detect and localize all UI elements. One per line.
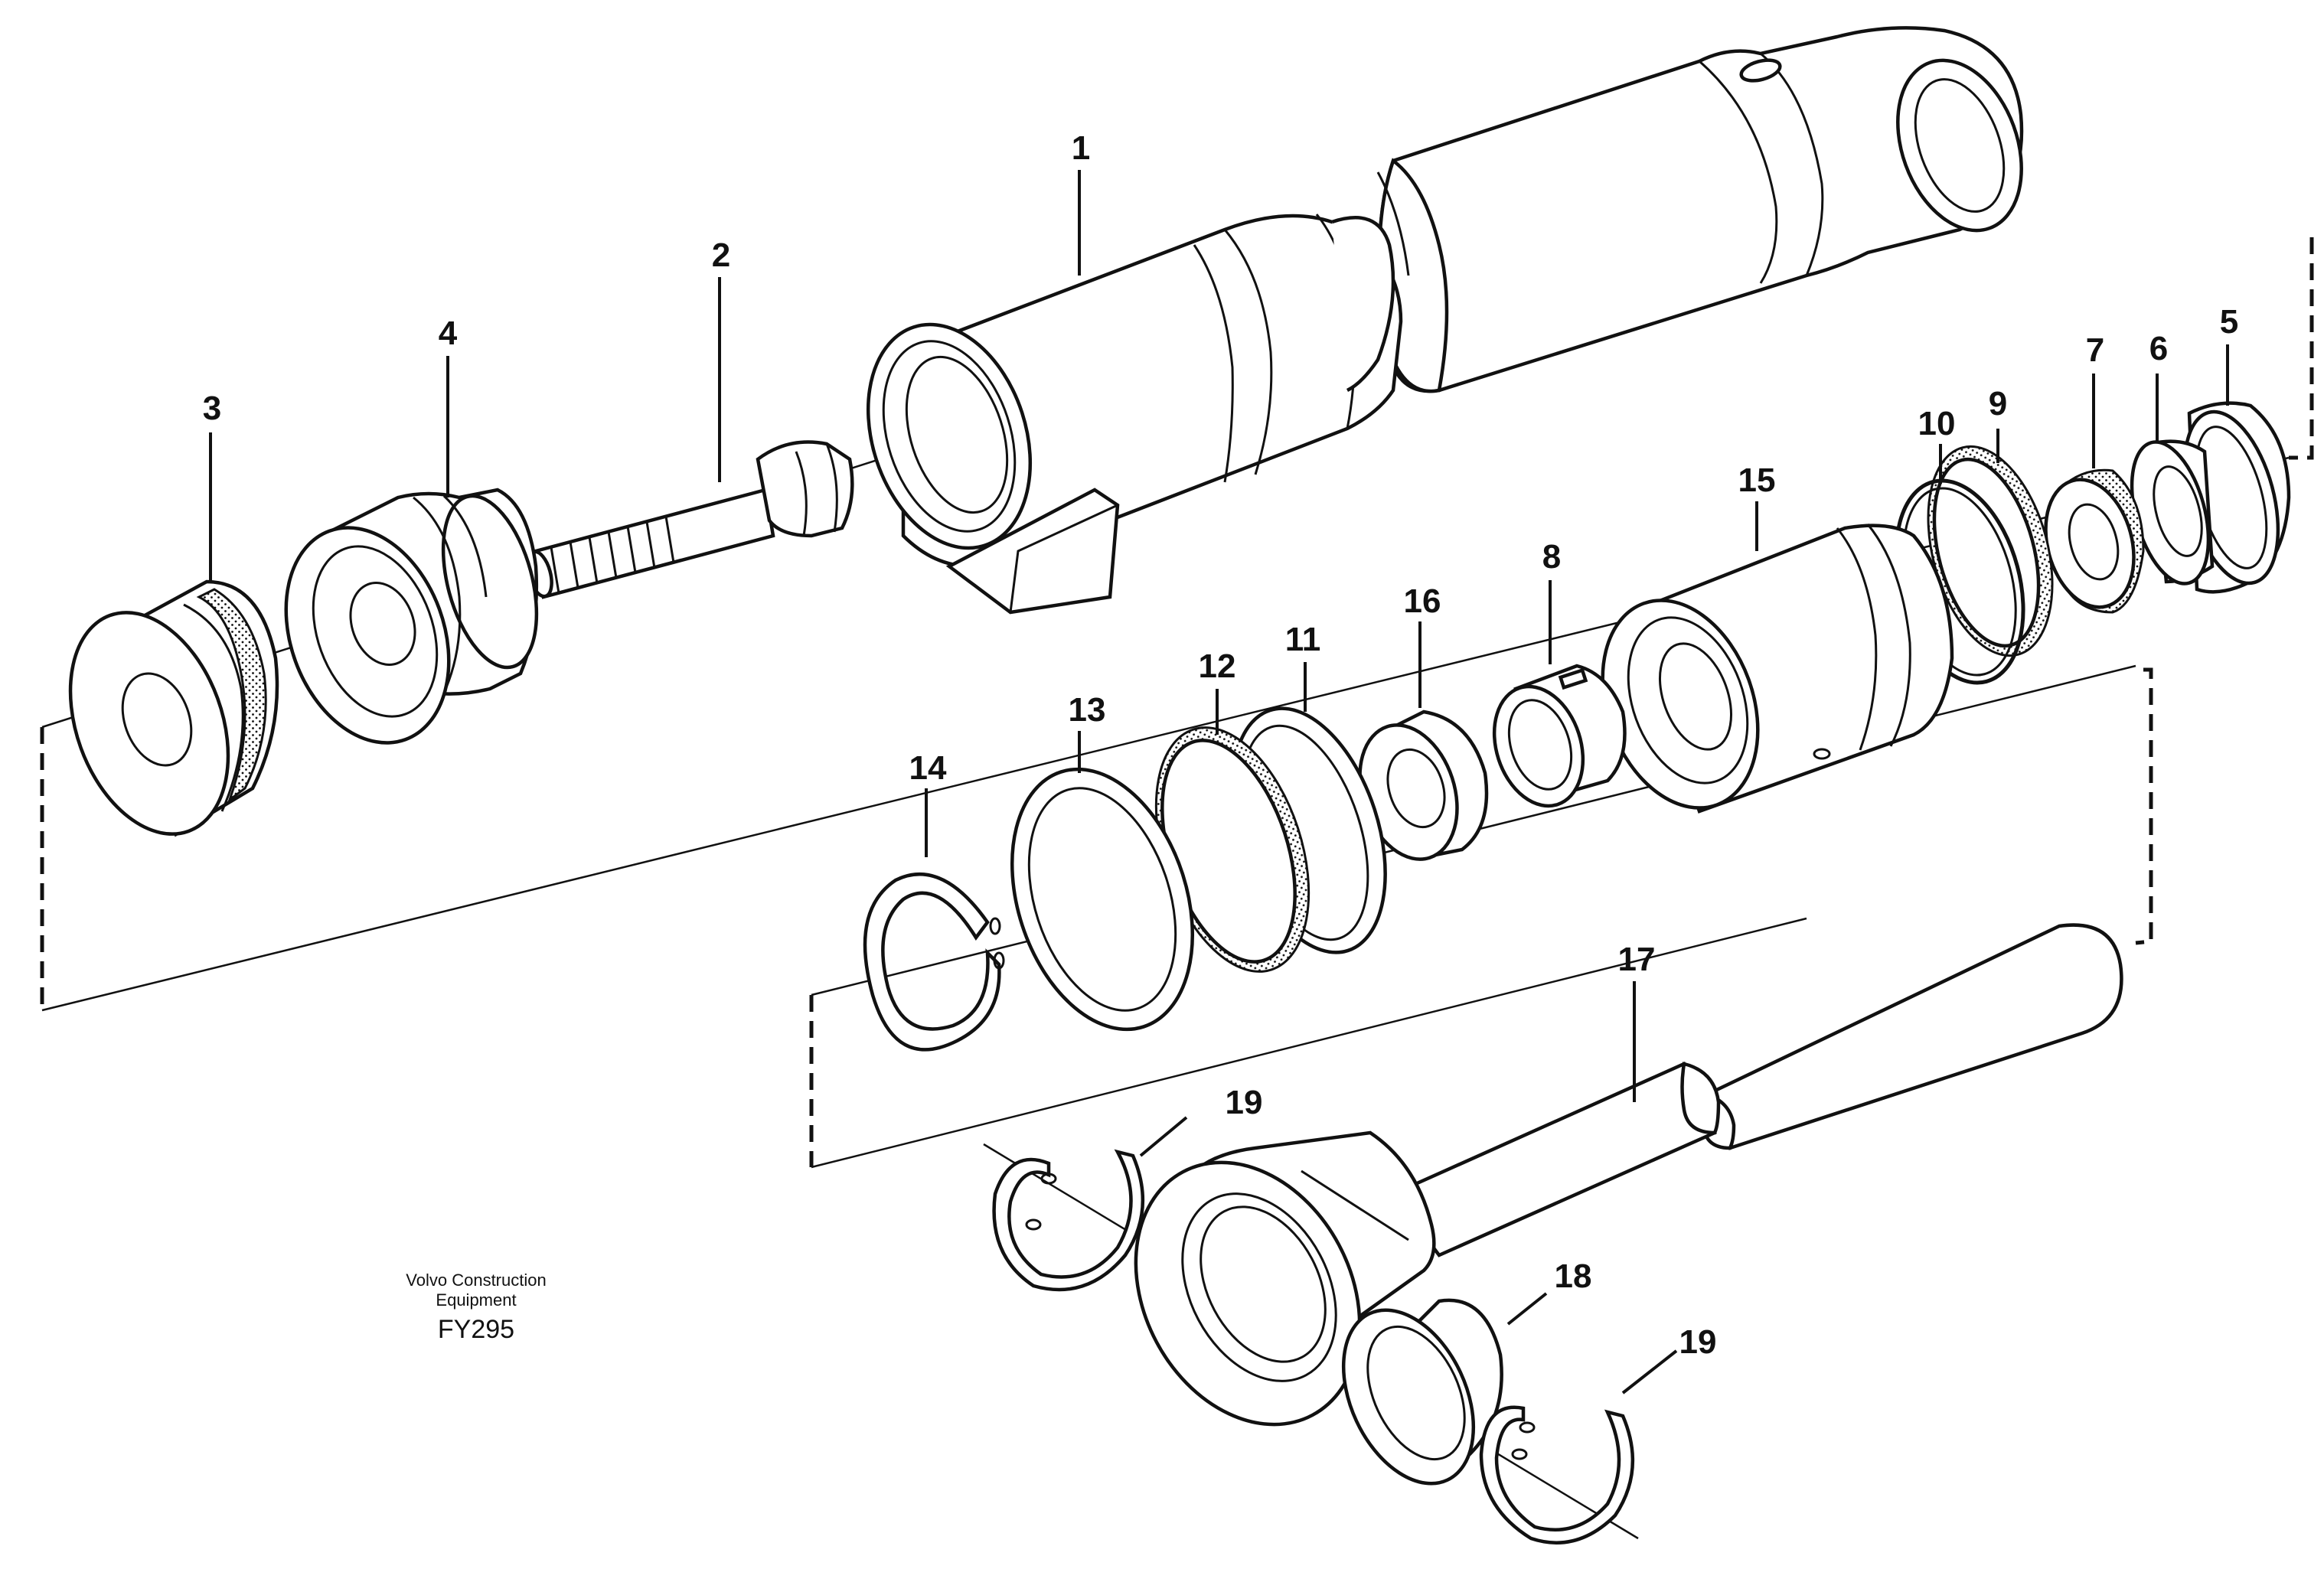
callout-7: 7: [2086, 331, 2104, 369]
callout-12: 12: [1199, 647, 1236, 685]
callout-4: 4: [439, 315, 458, 352]
part-6-seal: [2130, 439, 2215, 586]
part-3-piston-end: [68, 579, 279, 837]
callout-9: 9: [1989, 385, 2007, 422]
part-1-cylinder-tube: [866, 26, 2024, 615]
callout-15: 15: [1738, 462, 1776, 499]
part-8-sleeve: [1492, 664, 1627, 808]
part-12-seal-ring: [1154, 726, 1311, 973]
dashed-connectors: [40, 237, 2314, 1167]
part-15-cylinder-head: [1601, 524, 1954, 814]
footer-company-line2: Equipment: [436, 1290, 516, 1310]
part-19-circlip-lower: [1479, 1405, 1635, 1545]
callout-19-upper: 19: [1226, 1084, 1263, 1121]
callout-11: 11: [1285, 621, 1321, 658]
callout-3: 3: [203, 390, 221, 427]
part-16-bearing-ring: [1358, 709, 1489, 861]
callout-17: 17: [1618, 941, 1656, 978]
part-2-bolt: [526, 440, 854, 599]
part-18-spherical-bearing: [1341, 1298, 1503, 1486]
part-17-piston-rod: [1134, 923, 2123, 1427]
callout-10: 10: [1918, 405, 1956, 442]
catalog-footer: Volvo Construction Equipment FY295: [406, 1271, 546, 1344]
part-19-circlip-upper: [992, 1149, 1145, 1292]
callout-18: 18: [1555, 1257, 1592, 1295]
callout-6: 6: [2149, 330, 2168, 367]
footer-figure-code: FY295: [438, 1315, 514, 1344]
callout-13: 13: [1069, 691, 1106, 729]
part-13-wear-ring: [1010, 767, 1195, 1032]
callout-labels: 1 2 3 4 5 6 7 8 9 10 11 12 13 14 15 16 1…: [203, 129, 2238, 1361]
part-4-piston: [284, 488, 539, 745]
callout-1: 1: [1072, 129, 1090, 167]
part-7-bushing: [2044, 468, 2145, 614]
callout-2: 2: [712, 236, 730, 274]
callout-14: 14: [909, 749, 947, 787]
part-14-circlip: [863, 873, 1005, 1052]
callout-16: 16: [1404, 582, 1441, 620]
callout-5: 5: [2220, 303, 2238, 341]
callout-8: 8: [1542, 538, 1561, 576]
leader-lines: [209, 170, 2229, 1394]
callout-19-lower: 19: [1679, 1323, 1717, 1361]
footer-company-line1: Volvo Construction: [406, 1271, 546, 1290]
